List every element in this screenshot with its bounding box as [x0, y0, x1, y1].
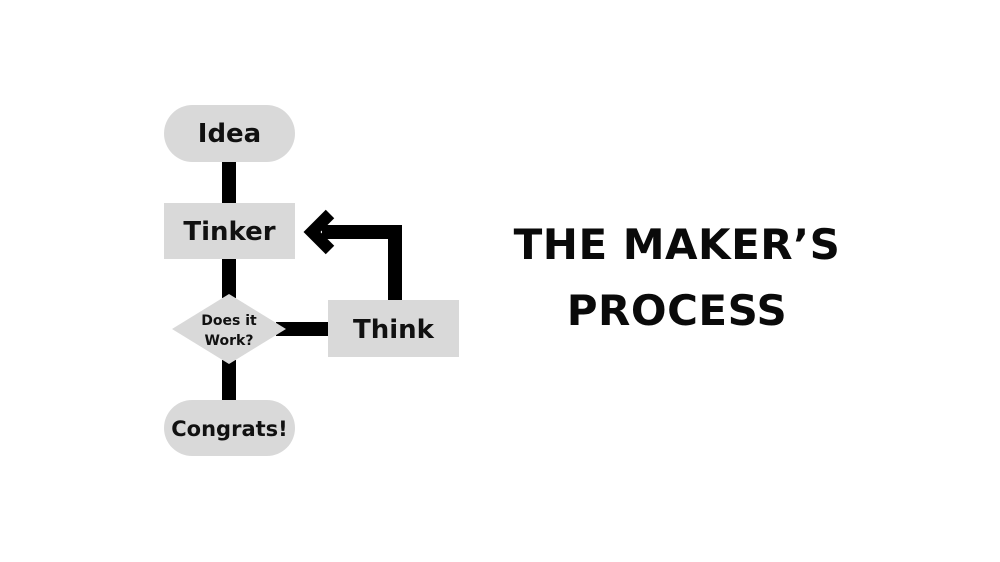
node-decision-label-line2: Work? [205, 333, 254, 349]
connector-idea-tinker [222, 160, 236, 204]
node-congrats [164, 400, 295, 456]
node-idea [164, 105, 295, 162]
node-think [328, 300, 459, 357]
connector-tinker-decision [222, 258, 236, 298]
connector-decision-congrats [222, 360, 236, 402]
connector-decision-think [276, 322, 332, 336]
page-title: THE MAKER’S PROCESS [470, 212, 884, 344]
node-congrats-label: Congrats! [171, 417, 287, 441]
node-tinker [164, 203, 295, 259]
feedback-arrow-line [322, 225, 402, 302]
node-think-label: Think [353, 315, 435, 345]
node-decision [172, 294, 286, 364]
title-line-2: PROCESS [566, 286, 788, 335]
node-tinker-label: Tinker [183, 217, 275, 247]
node-idea-label: Idea [198, 119, 261, 149]
title-line-1: THE MAKER’S [513, 220, 841, 269]
node-decision-label-line1: Does it [201, 313, 257, 329]
arrowhead-icon [303, 209, 335, 255]
